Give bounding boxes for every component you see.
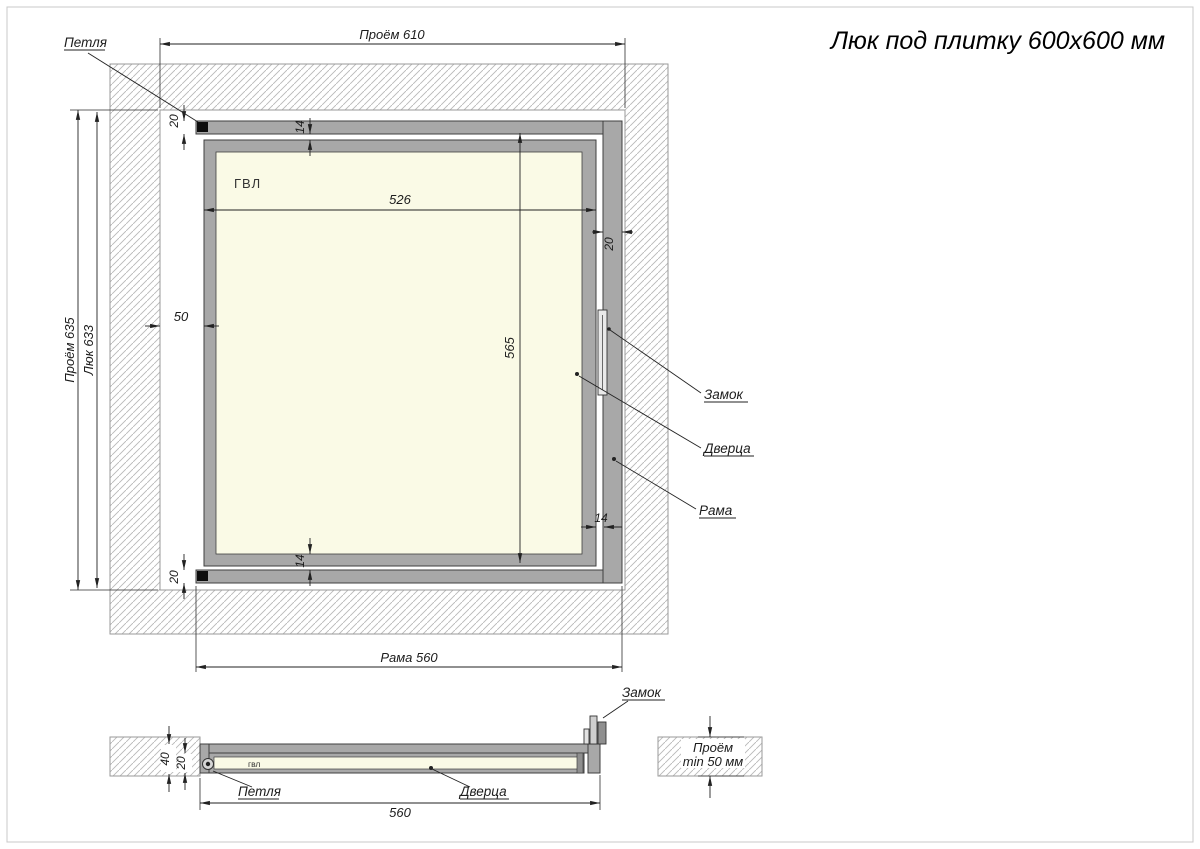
svg-text:Замок: Замок (622, 685, 662, 700)
svg-text:Дверца: Дверца (702, 441, 751, 456)
dim-section-width: 560 (199, 775, 601, 820)
dim-bottom-gap: 14 (293, 538, 313, 586)
callout-hinge: Петля (64, 35, 199, 123)
door-end-divider (576, 752, 584, 774)
frame-section-strip (199, 743, 601, 754)
svg-text:Проём 610: Проём 610 (359, 27, 425, 42)
panel-section-strip (213, 756, 579, 770)
lock-section (583, 715, 607, 745)
dim-bottom-frame: 20 (167, 554, 187, 599)
svg-text:Проём 635: Проём 635 (62, 317, 77, 383)
lock-handle (597, 309, 608, 396)
frame-cap-right (587, 743, 601, 774)
svg-text:526: 526 (389, 192, 411, 207)
svg-text:560: 560 (389, 805, 411, 820)
dim-opening-depth: Проём min 50 мм (681, 716, 745, 798)
svg-text:14: 14 (293, 120, 307, 134)
svg-text:Рама: Рама (699, 503, 733, 518)
dim-right-gap: 14 (581, 511, 622, 530)
callout-frame: Рама (612, 457, 736, 519)
svg-text:14: 14 (594, 511, 608, 525)
svg-text:20: 20 (602, 237, 616, 252)
svg-text:40: 40 (158, 752, 172, 766)
dim-door-depth: 20 (174, 738, 192, 790)
dim-total-depth: 40 (158, 726, 176, 792)
callout-door-section: Дверца (429, 766, 509, 800)
material-label: ГВЛ (234, 176, 261, 191)
frame-top-profile (195, 120, 623, 135)
dim-side-gap: 50 (145, 309, 219, 329)
hinge-top-icon (197, 122, 208, 132)
dim-right-frame: 20 (592, 229, 633, 252)
svg-text:Проём: Проём (693, 740, 733, 755)
svg-text:20: 20 (167, 570, 181, 585)
dim-opening-height: Проём 635 (62, 109, 158, 591)
svg-text:Петля: Петля (64, 35, 107, 50)
dim-door-height: 565 (502, 133, 523, 563)
dim-top-gap: 14 (293, 118, 313, 156)
door-panel (215, 151, 583, 555)
svg-text:14: 14 (293, 554, 307, 568)
front-view: ГВЛ Проём 610 Проём 635 Люк 633 526 (62, 27, 754, 672)
hinge-section-icon (202, 758, 214, 770)
dim-hatch-height: Люк 633 (81, 112, 100, 588)
page-border (6, 6, 1194, 843)
svg-text:Рама 560: Рама 560 (380, 650, 438, 665)
page-title: Люк под плитку 600х600 мм (829, 27, 1165, 55)
svg-text:565: 565 (502, 336, 517, 358)
svg-text:Замок: Замок (704, 387, 744, 402)
callout-lock-section: Замок (602, 685, 665, 719)
svg-text:min 50 мм: min 50 мм (683, 754, 744, 769)
svg-text:Дверца: Дверца (458, 784, 507, 799)
callout-door: Дверца (575, 372, 754, 457)
svg-text:50: 50 (174, 309, 189, 324)
svg-text:20: 20 (174, 756, 188, 771)
svg-text:Люк 633: Люк 633 (81, 324, 96, 376)
svg-text:Петля: Петля (238, 784, 281, 799)
frame-bottom-profile (195, 569, 623, 584)
callout-hinge-section: Петля (212, 770, 281, 800)
material-label-section: гвл (248, 759, 260, 769)
svg-text:20: 20 (167, 114, 181, 129)
dim-panel-width: 526 (204, 192, 596, 213)
dim-frame-width: Рама 560 (195, 586, 623, 672)
section-view: гвл 40 20 560 Проём (109, 685, 763, 820)
callout-lock: Замок (607, 327, 748, 403)
hinge-bottom-icon (197, 571, 208, 581)
dim-opening-width: Проём 610 (159, 27, 626, 108)
